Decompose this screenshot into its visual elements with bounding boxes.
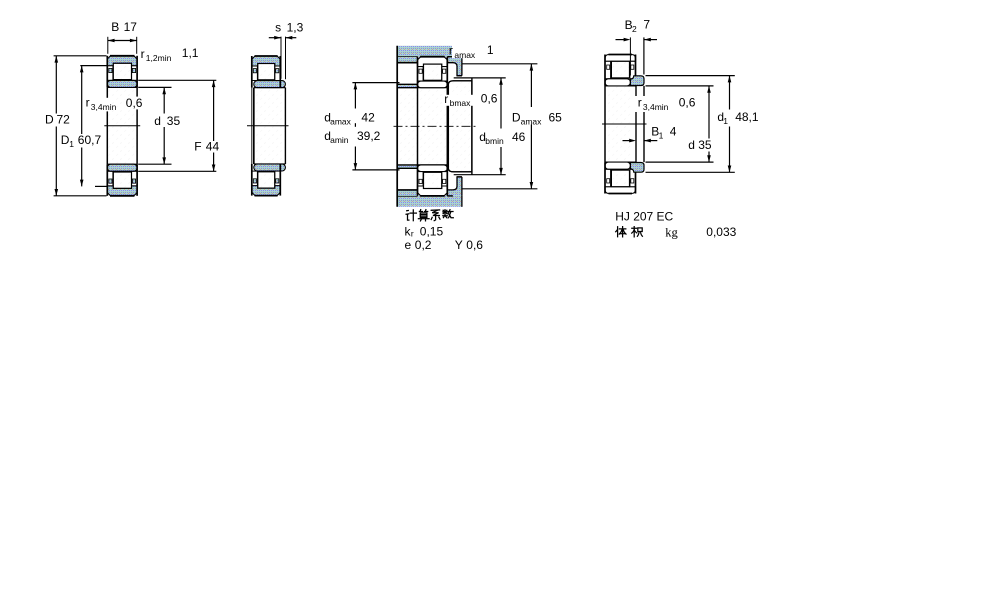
svg-text:d: d <box>324 129 331 143</box>
svg-text:kg: kg <box>665 226 678 240</box>
svg-text:35: 35 <box>167 114 181 128</box>
svg-text:k: k <box>405 224 412 238</box>
svg-text:65: 65 <box>549 110 563 124</box>
svg-text:r: r <box>86 96 90 110</box>
svg-text:Y: Y <box>455 238 463 252</box>
svg-text:B: B <box>651 125 659 139</box>
svg-text:0,6: 0,6 <box>679 96 696 110</box>
svg-text:44: 44 <box>206 140 220 154</box>
svg-text:60,7: 60,7 <box>78 133 102 147</box>
svg-text:3,4min: 3,4min <box>643 102 669 112</box>
svg-text:1,1: 1,1 <box>182 46 199 60</box>
svg-text:amax: amax <box>330 117 352 127</box>
svg-text:bmax: bmax <box>450 98 472 108</box>
svg-text:0,6: 0,6 <box>481 92 498 106</box>
svg-text:amin: amin <box>330 135 349 145</box>
svg-text:0,6: 0,6 <box>126 96 143 110</box>
svg-text:amax: amax <box>521 116 543 126</box>
svg-text:s: s <box>275 20 281 34</box>
svg-text:HJ 207 EC: HJ 207 EC <box>615 209 673 223</box>
svg-text:bmin: bmin <box>485 136 504 146</box>
svg-text:17: 17 <box>124 20 138 34</box>
svg-text:1: 1 <box>659 131 664 141</box>
svg-text:48,1: 48,1 <box>735 110 759 124</box>
svg-text:1: 1 <box>69 139 74 149</box>
svg-text:F: F <box>194 140 201 154</box>
svg-text:d: d <box>688 138 695 152</box>
svg-text:D: D <box>512 110 521 124</box>
svg-text:r: r <box>444 92 448 106</box>
svg-text:B: B <box>111 20 119 34</box>
svg-text:0,033: 0,033 <box>706 225 736 239</box>
svg-text:1: 1 <box>723 116 728 126</box>
svg-text:d: d <box>479 130 486 144</box>
svg-text:2: 2 <box>632 24 637 34</box>
svg-text:4: 4 <box>670 124 677 138</box>
svg-text:d: d <box>324 111 331 125</box>
svg-text:d: d <box>717 110 724 124</box>
svg-text:35: 35 <box>698 138 712 152</box>
svg-text:0,2: 0,2 <box>415 238 432 252</box>
svg-text:42: 42 <box>361 111 375 125</box>
svg-text:d: d <box>154 114 161 128</box>
svg-text:46: 46 <box>512 130 526 144</box>
svg-text:1,3: 1,3 <box>287 20 304 34</box>
svg-text:r: r <box>449 44 453 58</box>
svg-text:72: 72 <box>57 113 71 127</box>
svg-text:0,15: 0,15 <box>420 224 444 238</box>
svg-text:amax: amax <box>454 50 476 60</box>
svg-text:0,6: 0,6 <box>466 238 483 252</box>
svg-text:r: r <box>411 229 414 239</box>
svg-text:D: D <box>61 133 70 147</box>
svg-text:D: D <box>45 113 54 127</box>
svg-text:7: 7 <box>643 18 650 32</box>
svg-text:1,2min: 1,2min <box>146 53 172 63</box>
svg-text:3,4min: 3,4min <box>91 102 117 112</box>
svg-text:1: 1 <box>487 43 494 57</box>
svg-text:B: B <box>625 18 633 32</box>
svg-text:e: e <box>405 238 412 252</box>
svg-text:r: r <box>141 47 145 61</box>
svg-text:r: r <box>638 96 642 110</box>
svg-text:39,2: 39,2 <box>357 129 381 143</box>
